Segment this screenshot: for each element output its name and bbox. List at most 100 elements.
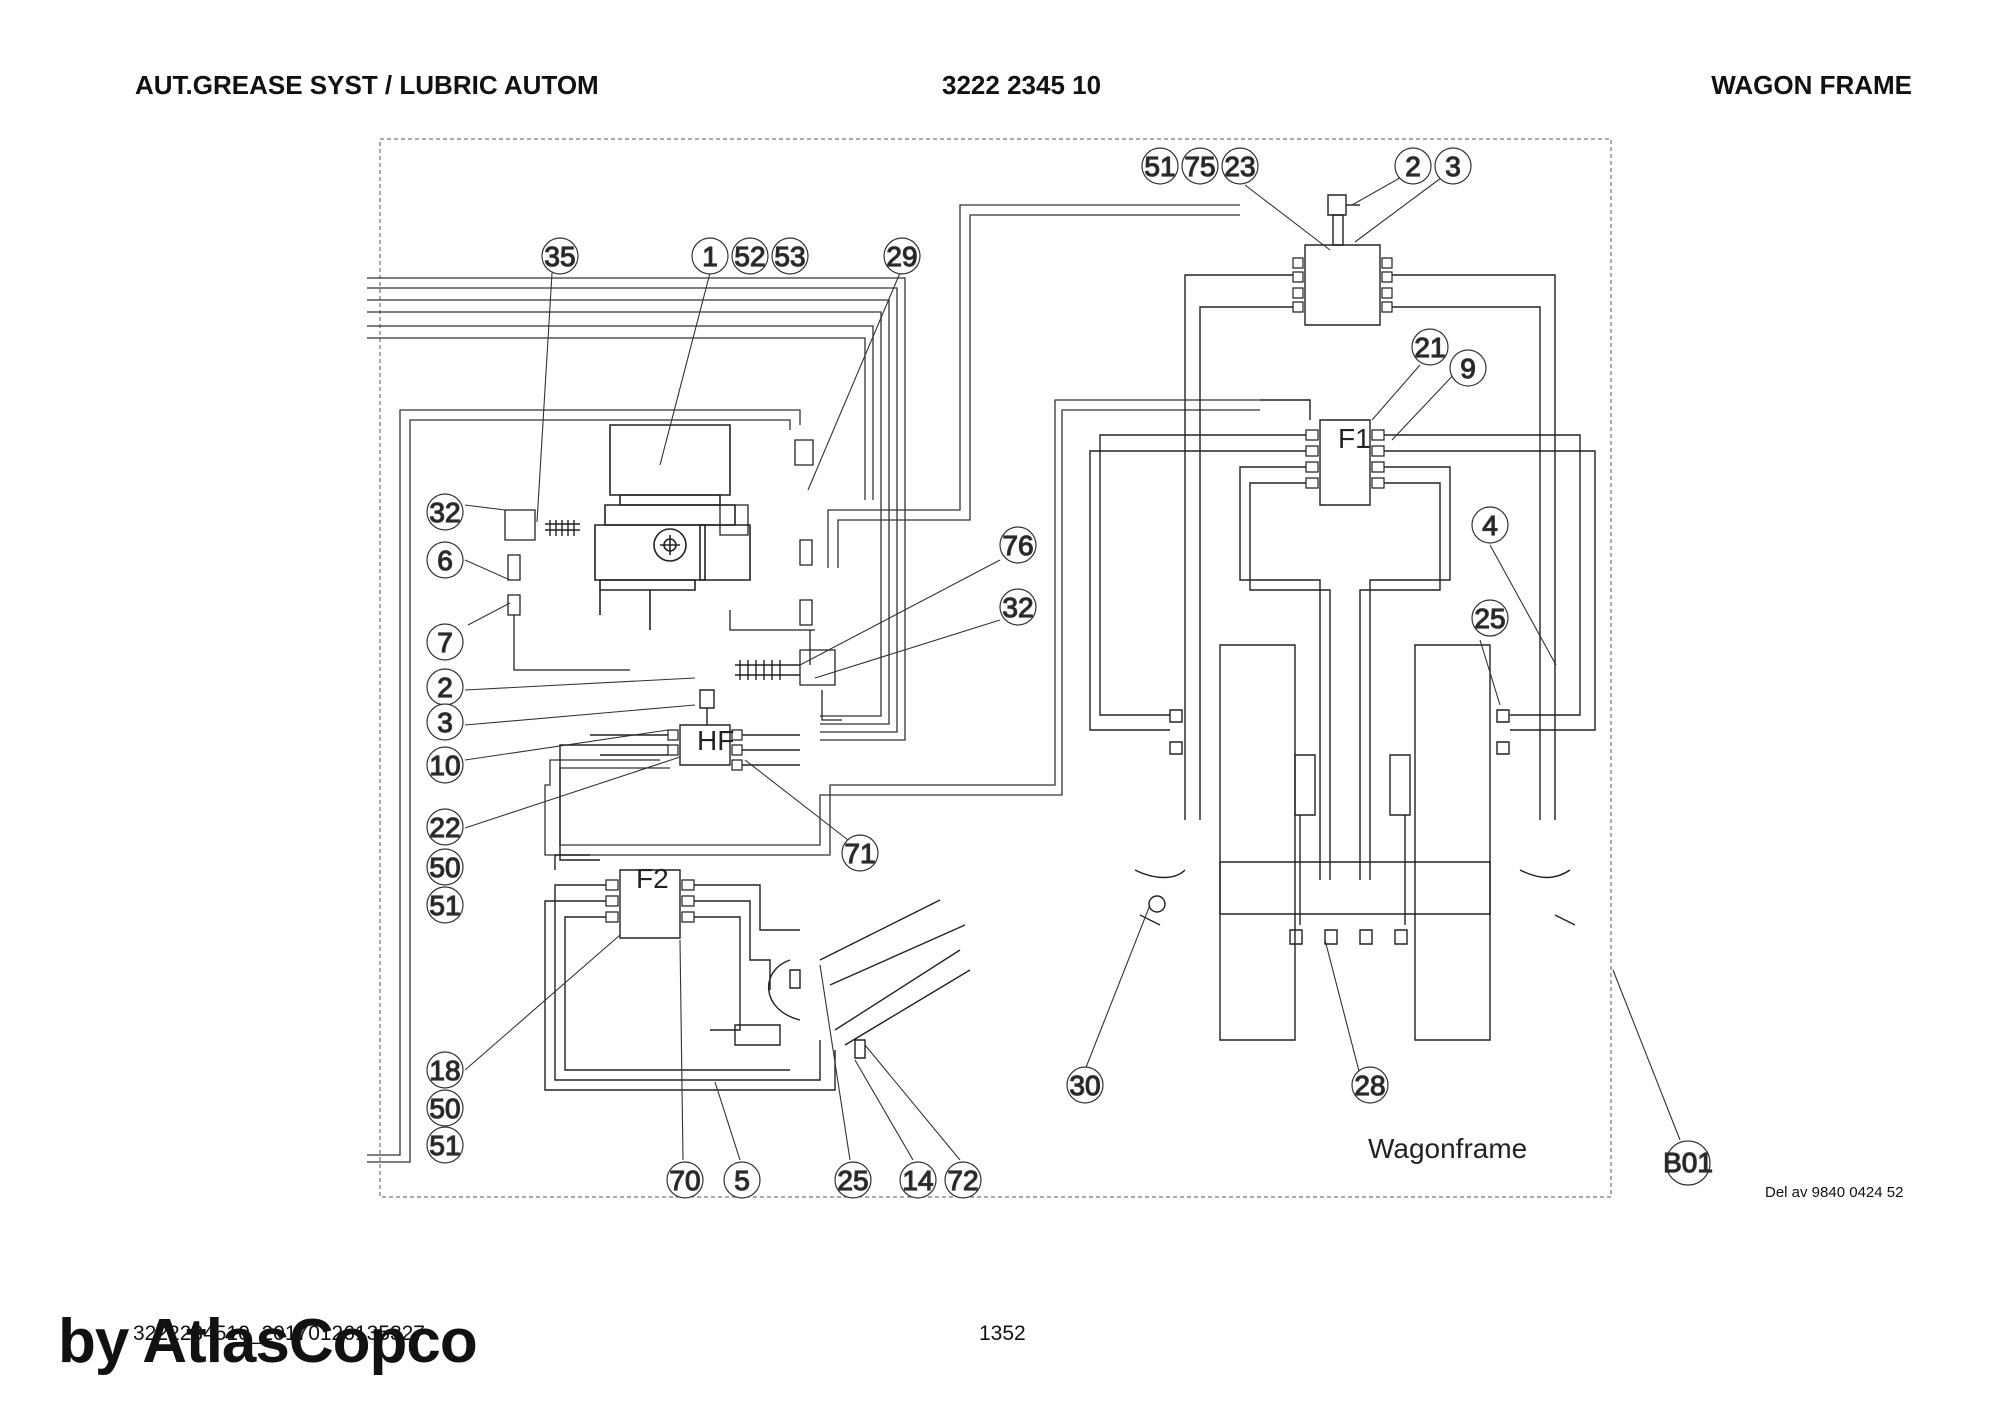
callout-75: 75 xyxy=(1181,147,1219,185)
svg-text:32: 32 xyxy=(429,497,460,528)
svg-text:71: 71 xyxy=(844,838,875,869)
svg-text:21: 21 xyxy=(1414,332,1445,363)
svg-text:30: 30 xyxy=(1069,1070,1100,1101)
svg-text:25: 25 xyxy=(1474,603,1505,634)
callout-32-left: 32 xyxy=(426,493,464,531)
wagon-frame-left-beam xyxy=(735,900,970,1058)
pipe-main-top xyxy=(828,205,1240,568)
callout-30: 30 xyxy=(1066,1066,1104,1104)
svg-text:29: 29 xyxy=(886,241,917,272)
callout-25-bottom: 25 xyxy=(834,1161,872,1199)
callout-7: 7 xyxy=(426,623,464,661)
svg-text:52: 52 xyxy=(734,241,765,272)
callout-21: 21 xyxy=(1411,328,1449,366)
header-part-number: 3222 2345 10 xyxy=(942,70,1102,100)
callout-35: 35 xyxy=(541,237,579,275)
distributor-f2 xyxy=(545,855,835,1090)
distributor-hf xyxy=(560,690,800,860)
svg-text:2: 2 xyxy=(1405,151,1421,182)
svg-text:25: 25 xyxy=(837,1165,868,1196)
header-title-left: AUT.GREASE SYST / LUBRIC AUTOM xyxy=(135,70,599,100)
footer-page-number: 1352 xyxy=(979,1322,1026,1345)
reference-note: Del av 9840 0424 52 xyxy=(1765,1184,1904,1201)
svg-text:2: 2 xyxy=(437,672,453,703)
callout-52: 52 xyxy=(731,237,769,275)
svg-text:22: 22 xyxy=(429,812,460,843)
callout-5: 5 xyxy=(723,1161,761,1199)
callout-18: 18 xyxy=(426,1051,464,1089)
svg-text:51: 51 xyxy=(1144,151,1175,182)
callout-32-right: 32 xyxy=(999,588,1037,626)
svg-text:1: 1 xyxy=(702,241,718,272)
brand-watermark: by AtlasCopco xyxy=(58,1307,478,1376)
callout-4: 4 xyxy=(1471,506,1509,544)
callout-50-bottom: 50 xyxy=(426,1089,464,1127)
svg-text:6: 6 xyxy=(437,545,453,576)
callout-14: 14 xyxy=(899,1161,937,1199)
distributor-f2-label: F2 xyxy=(636,863,669,894)
callout-6: 6 xyxy=(426,541,464,579)
svg-text:18: 18 xyxy=(429,1055,460,1086)
svg-text:51: 51 xyxy=(429,890,460,921)
distributor-hf-label: HF xyxy=(697,725,734,756)
footer-document-id: 3222234510_20170126135327 xyxy=(133,1322,425,1345)
callout-23: 23 xyxy=(1221,147,1259,185)
callout-2-top: 2 xyxy=(1394,147,1432,185)
svg-text:72: 72 xyxy=(947,1165,978,1196)
callout-3-top: 3 xyxy=(1434,147,1472,185)
svg-text:3: 3 xyxy=(1445,151,1461,182)
svg-text:35: 35 xyxy=(544,241,575,272)
diagram-border xyxy=(380,139,1611,1197)
svg-text:4: 4 xyxy=(1482,510,1498,541)
svg-text:3: 3 xyxy=(437,707,453,738)
callout-29: 29 xyxy=(883,237,921,275)
callout-50-mid: 50 xyxy=(426,848,464,886)
grease-pump xyxy=(595,425,750,630)
fittings-left xyxy=(505,440,842,720)
callout-28: 28 xyxy=(1351,1066,1389,1104)
header-title-right: WAGON FRAME xyxy=(1711,70,1912,100)
svg-text:9: 9 xyxy=(1460,353,1476,384)
svg-text:50: 50 xyxy=(429,1093,460,1124)
svg-text:50: 50 xyxy=(429,852,460,883)
svg-text:32: 32 xyxy=(1002,592,1033,623)
callouts: 51 75 23 2 3 35 1 52 53 29 21 9 32 6 7 2… xyxy=(426,147,1714,1199)
distributor-f1-label: F1 xyxy=(1338,423,1371,454)
callout-2-left: 2 xyxy=(426,668,464,706)
callout-10: 10 xyxy=(426,746,464,784)
callout-25-right: 25 xyxy=(1471,599,1509,637)
callout-51-top: 51 xyxy=(1141,147,1179,185)
callout-b01: B01 xyxy=(1662,1140,1714,1186)
svg-text:B01: B01 xyxy=(1663,1147,1713,1178)
callout-3-left: 3 xyxy=(426,703,464,741)
callout-53: 53 xyxy=(771,237,809,275)
svg-text:7: 7 xyxy=(437,627,453,658)
callout-51-mid: 51 xyxy=(426,886,464,924)
svg-text:51: 51 xyxy=(429,1130,460,1161)
callout-71: 71 xyxy=(841,834,879,872)
svg-text:28: 28 xyxy=(1354,1070,1385,1101)
svg-text:53: 53 xyxy=(774,241,805,272)
svg-text:75: 75 xyxy=(1184,151,1215,182)
callout-76: 76 xyxy=(999,526,1037,564)
svg-text:5: 5 xyxy=(734,1165,750,1196)
distributor-top xyxy=(1185,195,1555,820)
spring-hose xyxy=(545,520,800,680)
wagon-frame-tracks xyxy=(1135,645,1575,1040)
callout-22: 22 xyxy=(426,808,464,846)
svg-text:14: 14 xyxy=(902,1165,933,1196)
svg-text:76: 76 xyxy=(1002,530,1033,561)
frame-label: Wagonframe xyxy=(1368,1133,1527,1164)
callout-9: 9 xyxy=(1449,349,1487,387)
callout-72: 72 xyxy=(944,1161,982,1199)
svg-text:10: 10 xyxy=(429,750,460,781)
pipe-bundle-left xyxy=(367,278,1260,1162)
svg-text:70: 70 xyxy=(669,1165,700,1196)
callout-70: 70 xyxy=(666,1161,704,1199)
leader-lines xyxy=(465,175,1680,1160)
distributor-f1 xyxy=(1090,400,1595,880)
callout-51-bottom: 51 xyxy=(426,1126,464,1164)
callout-1: 1 xyxy=(691,237,729,275)
svg-text:23: 23 xyxy=(1224,151,1255,182)
